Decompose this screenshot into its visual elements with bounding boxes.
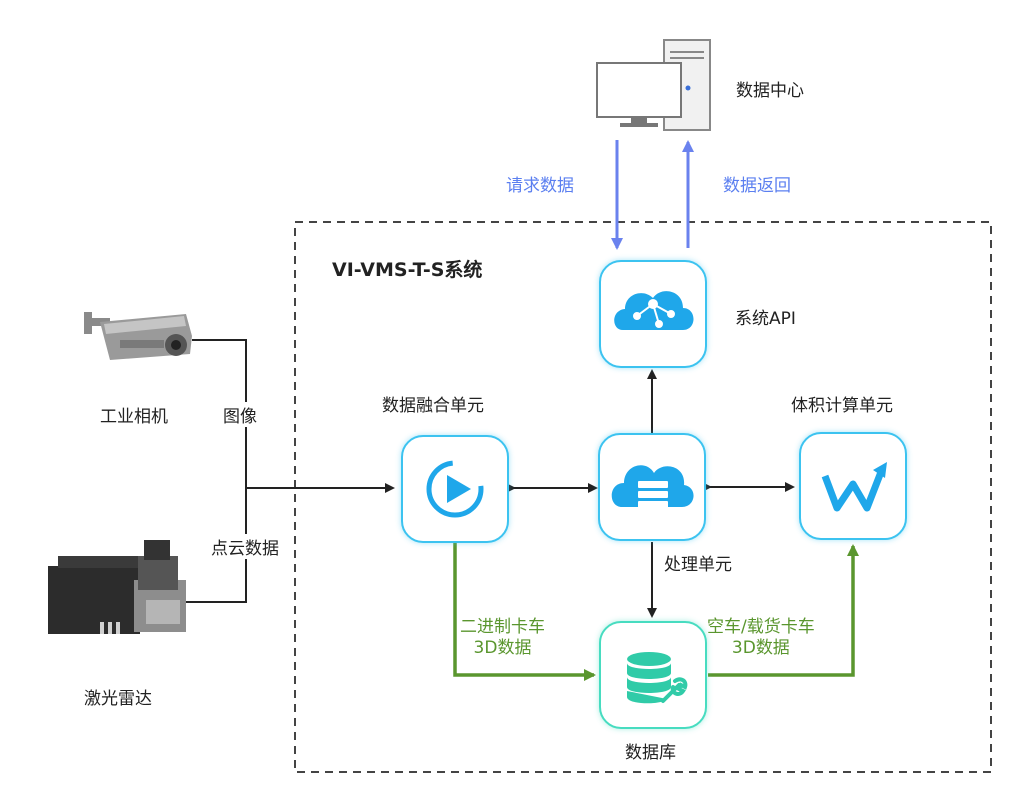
image-label: 图像 — [223, 402, 257, 427]
lidar-label: 激光雷达 — [84, 689, 152, 709]
database-node — [599, 621, 707, 729]
lidar-icon — [48, 540, 186, 634]
database-label: 数据库 — [625, 743, 676, 763]
growth-w-icon — [821, 462, 887, 512]
request-data-label: 请求数据 — [506, 176, 574, 196]
system-api-node — [599, 260, 707, 368]
computer-icon — [596, 39, 711, 131]
data-center-label: 数据中心 — [736, 81, 804, 101]
system-title: VI-VMS-T-S系统 — [332, 259, 483, 281]
fusion-unit-label: 数据融合单元 — [382, 396, 484, 416]
binary-truck-line-1: 二进制卡车 — [460, 617, 545, 637]
fusion-unit-node — [401, 435, 509, 543]
empty-loaded-line-1: 空车/载货卡车 — [707, 617, 815, 637]
video-play-icon — [426, 460, 484, 518]
system-api-label: 系统API — [735, 309, 796, 329]
database-wrench-icon — [627, 652, 688, 704]
empty-loaded-line-2: 3D数据 — [731, 638, 790, 658]
fusion-db-arrow — [453, 542, 596, 681]
industrial-camera-icon — [84, 312, 192, 360]
data-return-label: 数据返回 — [723, 176, 791, 196]
db-volume-arrow — [708, 544, 859, 677]
camera-line — [192, 339, 247, 488]
point-cloud-label: 点云数据 — [211, 534, 279, 559]
volume-unit-node — [799, 432, 907, 540]
lidar-line — [186, 488, 247, 603]
cloud-server-icon — [611, 465, 694, 508]
system-boundary — [294, 221, 992, 773]
empty-loaded-truck-label: 空车/载货卡车 3D数据 — [707, 617, 815, 659]
cloud-network-icon — [614, 291, 694, 330]
processing-unit-node — [598, 433, 706, 541]
binary-truck-line-2: 3D数据 — [473, 638, 532, 658]
processing-unit-label: 处理单元 — [664, 555, 732, 575]
camera-label: 工业相机 — [100, 407, 168, 427]
volume-unit-label: 体积计算单元 — [791, 396, 893, 416]
binary-truck-label: 二进制卡车 3D数据 — [460, 617, 545, 659]
